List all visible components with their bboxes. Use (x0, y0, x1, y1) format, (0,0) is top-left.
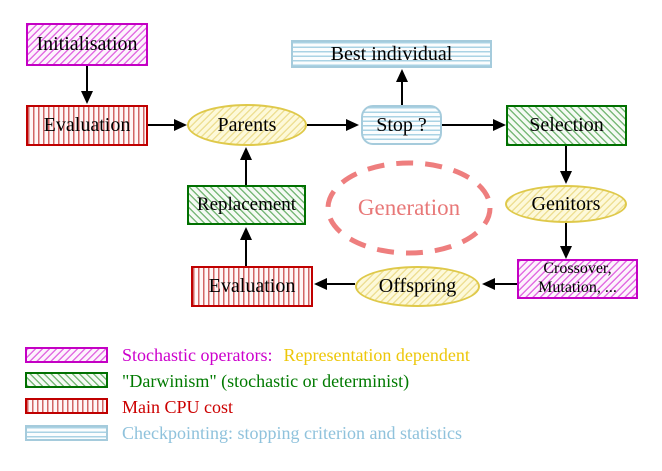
node-generation-label: Generation (357, 195, 461, 220)
arrow-line (307, 124, 346, 126)
arrow-line (565, 146, 567, 172)
node-selection-label: Selection (529, 114, 604, 136)
arrow-line (148, 124, 174, 126)
node-stop: Stop ? (361, 105, 442, 145)
node-crossover-mutation: Crossover, Mutation, ... (517, 259, 638, 299)
arrow-line (245, 160, 247, 185)
node-initialisation-label: Initialisation (36, 33, 138, 55)
arrowhead-down-icon (560, 246, 572, 259)
node-replacement: Replacement (187, 185, 306, 225)
node-crossover-line1: Crossover, (543, 260, 612, 278)
node-best-individual: Best individual (291, 40, 492, 68)
legend-label-representation: Representation dependent (283, 345, 470, 365)
legend-row-stochastic: Stochastic operators: Representation depe… (122, 345, 470, 366)
node-genitors: Genitors (505, 185, 627, 223)
node-stop-label: Stop ? (376, 113, 427, 136)
arrowhead-left-icon (314, 278, 327, 290)
arrow-line (495, 283, 517, 285)
legend-swatch-cpu (25, 398, 108, 414)
arrowhead-right-icon (174, 119, 187, 131)
arrow-line (86, 66, 88, 92)
node-genitors-label: Genitors (531, 192, 601, 215)
arrowhead-right-icon (346, 119, 359, 131)
arrow-line (401, 82, 403, 105)
legend-label-darwinism: "Darwinism" (stochastic or determinist) (122, 371, 410, 391)
node-evaluation-top-label: Evaluation (43, 114, 131, 136)
arrowhead-up-icon (240, 147, 252, 160)
legend-label-stochastic: Stochastic operators: (122, 345, 273, 365)
arrow-line (442, 124, 493, 126)
legend-label-cpu: Main CPU cost (122, 397, 234, 417)
arrowhead-down-icon (81, 91, 93, 104)
legend-swatch-checkpointing (25, 425, 108, 441)
legend-swatch-darwinism (25, 372, 108, 388)
legend-swatch-stochastic (25, 347, 108, 363)
node-crossover-line2: Mutation, ... (538, 279, 617, 296)
arrow-line (565, 223, 567, 247)
node-initialisation: Initialisation (26, 23, 148, 66)
node-evaluation-bottom-label: Evaluation (208, 275, 296, 297)
node-offspring-label: Offspring (378, 275, 457, 297)
node-evaluation-bottom: Evaluation (191, 266, 313, 307)
arrowhead-right-icon (493, 119, 506, 131)
node-evaluation-top: Evaluation (26, 105, 148, 146)
node-replacement-label: Replacement (196, 194, 297, 215)
node-offspring: Offspring (355, 266, 480, 307)
node-generation: Generation (322, 158, 496, 258)
node-parents: Parents (187, 104, 307, 146)
arrow-line (245, 240, 247, 266)
node-best-individual-label: Best individual (330, 42, 453, 65)
arrowhead-down-icon (560, 171, 572, 184)
arrowhead-up-icon (240, 227, 252, 240)
arrow-line (327, 283, 355, 285)
arrowhead-left-icon (482, 278, 495, 290)
legend-label-checkpointing: Checkpointing: stopping criterion and st… (122, 423, 462, 443)
arrowhead-up-icon (396, 69, 408, 82)
node-parents-label: Parents (217, 113, 277, 136)
node-selection: Selection (506, 105, 627, 146)
generation-dashed-ellipse (325, 160, 493, 256)
